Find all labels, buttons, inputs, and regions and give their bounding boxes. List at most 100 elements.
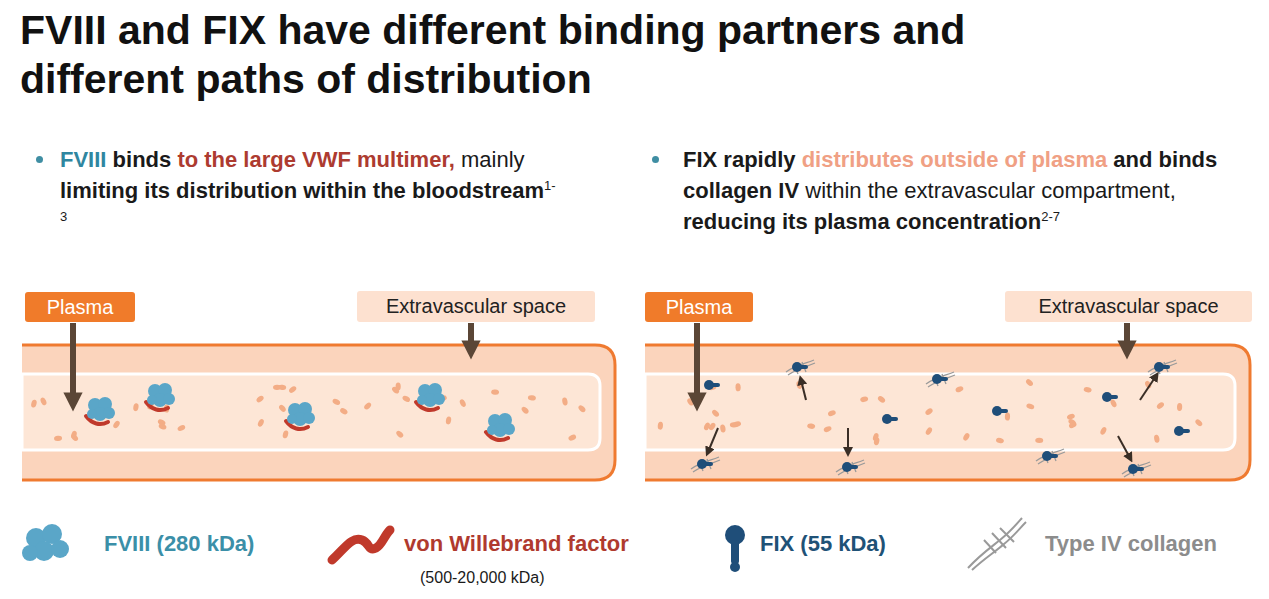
illustration-part	[645, 345, 1250, 480]
illustration-part	[686, 397, 695, 407]
illustration-part	[925, 426, 934, 436]
illustration-part	[486, 413, 515, 440]
extravascular-tag: Extravascular space	[1005, 291, 1252, 322]
bullet-dot	[652, 156, 659, 163]
illustration-part	[22, 345, 615, 480]
movement-arrow	[708, 376, 1156, 458]
illustration-part	[657, 421, 663, 429]
illustration-part	[877, 395, 887, 404]
illustration-part	[731, 540, 739, 564]
illustration-part	[22, 374, 600, 450]
illustration-part	[288, 385, 298, 394]
illustration-part	[1124, 323, 1130, 350]
slide-title: FVIII and FIX have different binding par…	[20, 6, 1120, 104]
illustration-part	[711, 409, 720, 418]
illustration-part	[562, 397, 569, 406]
illustration-part	[158, 423, 167, 431]
illustration-part	[694, 323, 700, 402]
illustration-part	[1128, 464, 1138, 474]
illustration-part	[807, 423, 816, 429]
illustration-part	[273, 385, 281, 390]
illustration-part	[926, 372, 955, 387]
illustration-part	[30, 383, 586, 443]
illustration-part	[568, 434, 577, 442]
illustration-part	[1148, 360, 1177, 375]
bullet-phrase: FIX	[683, 147, 717, 172]
illustration-part	[103, 407, 115, 419]
illustration-part	[836, 460, 865, 475]
illustration-part	[1174, 426, 1184, 436]
illustration-part	[395, 430, 404, 439]
illustration-part	[720, 424, 727, 433]
bullet-text: FIX rapidly distributes outside of plasm…	[683, 144, 1231, 237]
illustration-part	[697, 459, 707, 469]
illustration-part	[1083, 386, 1092, 393]
illustration-part	[22, 345, 615, 480]
legend-vwf: von Willebrand factor	[404, 531, 629, 557]
illustration-part	[847, 428, 849, 452]
legend-fix: FIX (55 kDa)	[760, 531, 886, 557]
illustration-part	[704, 380, 720, 390]
illustration-part	[1035, 438, 1043, 443]
illustration-part	[992, 406, 1008, 416]
illustration-part	[704, 380, 714, 390]
illustration-part	[459, 398, 467, 407]
illustration-part	[1122, 462, 1151, 477]
bullet-phrase: limiting its distribution within the blo…	[60, 178, 544, 203]
illustration-part	[968, 518, 1022, 568]
illustration-part	[792, 362, 802, 372]
illustration-part	[1154, 362, 1164, 372]
illustration-part	[282, 430, 289, 439]
illustration-part	[962, 432, 971, 442]
illustration-part	[487, 425, 497, 435]
illustration-part	[54, 435, 62, 441]
illustration-part	[278, 404, 287, 413]
bullet-phrase: binds	[113, 147, 172, 172]
illustration-part	[401, 395, 411, 404]
illustration-part	[51, 540, 69, 558]
illustration-part	[691, 457, 720, 472]
illustration-part	[39, 397, 47, 406]
illustration-part	[1036, 449, 1065, 464]
illustration-part	[86, 397, 115, 424]
illustration-part	[1102, 392, 1118, 402]
illustration-part	[1068, 421, 1078, 429]
illustration-part	[22, 545, 38, 561]
bullet-phrase: distributes outside of plasma	[802, 147, 1108, 172]
illustration-part	[257, 418, 265, 427]
illustration-part	[703, 422, 711, 431]
illustration-part	[520, 406, 529, 415]
plasma-tag: Plasma	[25, 292, 135, 322]
illustration-part	[146, 383, 175, 410]
illustration-part	[147, 395, 157, 405]
illustration-part	[1177, 403, 1182, 411]
illustration-part	[339, 407, 349, 416]
illustration-part	[1118, 436, 1130, 458]
illustration-part	[491, 389, 500, 395]
illustration-part	[255, 395, 264, 404]
bullet-phrase: reducing its plasma concentration	[683, 209, 1041, 234]
bullet-phrase: to the large VWF multimer,	[177, 147, 454, 172]
illustration-part	[70, 433, 79, 442]
illustration-part	[924, 407, 934, 416]
illustration-part	[445, 416, 451, 425]
illustration-part	[691, 360, 1190, 477]
blood-vessel	[22, 345, 615, 480]
size-note: (500-20,000 kDa)	[420, 569, 545, 587]
illustration-part	[823, 425, 832, 433]
illustration-part	[926, 372, 955, 387]
illustration-part	[735, 383, 740, 391]
illustration-part	[70, 323, 76, 402]
bullet-dot	[36, 156, 43, 163]
illustration-part	[1174, 426, 1190, 436]
illustration-part	[30, 399, 37, 408]
illustration-part	[1025, 378, 1034, 387]
illustration-part	[645, 345, 1250, 480]
tag-text: Extravascular space	[1038, 295, 1218, 318]
illustration-part	[468, 323, 474, 350]
illustration-part	[1042, 451, 1052, 461]
illustration-part	[391, 386, 400, 395]
illustration-part	[528, 395, 536, 401]
reference-number: 2-7	[1041, 209, 1060, 224]
illustration-part	[1026, 403, 1035, 410]
